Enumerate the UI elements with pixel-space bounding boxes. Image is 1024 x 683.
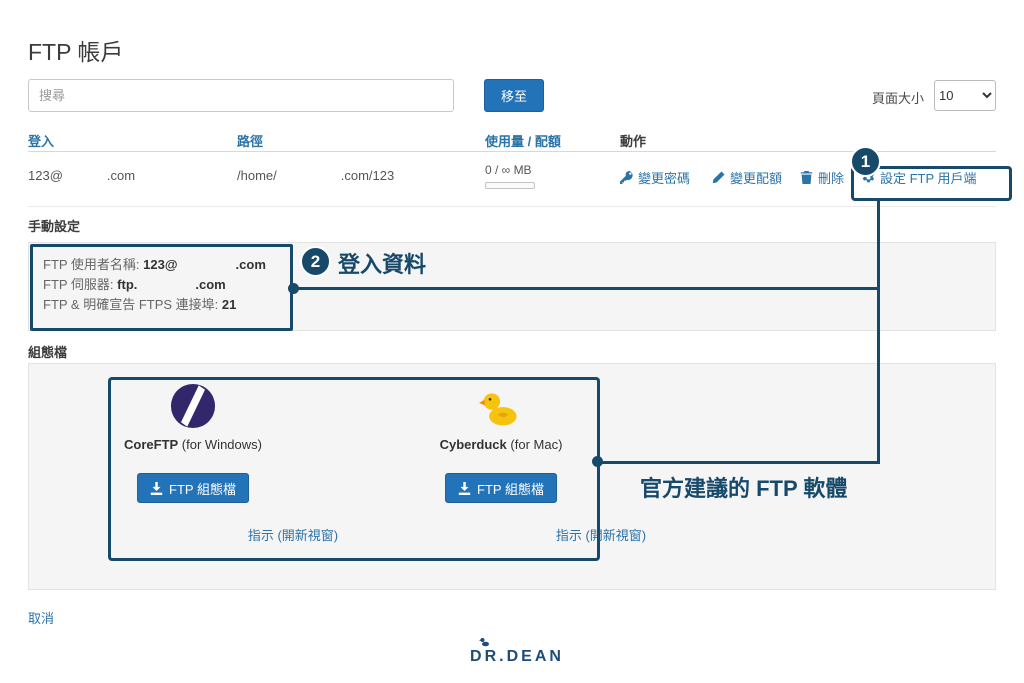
redacted-domain xyxy=(63,170,107,180)
ftp-username-suffix: .com xyxy=(235,257,266,272)
redacted-domain xyxy=(277,170,341,180)
usage-cell: 0 / ∞ MB xyxy=(485,163,532,177)
ftp-port-value: 21 xyxy=(221,297,237,312)
manual-settings-panel: FTP 使用者名稱: 123@ .com FTP 伺服器: ftp. .com FT… xyxy=(28,242,996,331)
page-size-label: 頁面大小 xyxy=(872,91,925,106)
page-title: FTP 帳戶 xyxy=(28,39,124,66)
delete-label: 刪除 xyxy=(818,171,845,186)
cancel-link[interactable]: 取消 xyxy=(28,611,55,626)
manual-settings-heading: 手動設定 xyxy=(28,219,81,234)
coreftp-name: CoreFTP (for Windows) xyxy=(93,437,293,452)
login-prefix: 123@ xyxy=(28,168,63,183)
login-cell: 123@ .com xyxy=(28,168,135,183)
annotation-connector-config xyxy=(597,461,880,464)
cyberduck-platform: (for Mac) xyxy=(506,437,563,452)
cyberduck-name: Cyberduck (for Mac) xyxy=(401,437,601,452)
coreftp-config-button[interactable]: FTP 組態檔 xyxy=(137,473,249,503)
annotation-recommended-label: 官方建議的 FTP 軟體 xyxy=(640,476,848,501)
key-icon xyxy=(620,171,633,184)
ftp-server-prefix: ftp. xyxy=(117,277,138,292)
pencil-icon xyxy=(712,171,725,184)
coreftp-instructions-link[interactable]: 指示 (開新視窗) xyxy=(247,528,339,543)
annotation-step-1-badge: 1 xyxy=(850,146,881,177)
page-size-select[interactable]: 10 xyxy=(934,80,996,111)
configure-ftp-client-label: 設定 FTP 用戶端 xyxy=(880,171,977,186)
quota-progress-bar xyxy=(485,182,535,189)
config-files-panel: CoreFTP (for Windows) FTP 組態檔 指示 (開新視窗) … xyxy=(28,363,996,590)
table-row: 123@ .com /home/ .com/123 0 / ∞ MB 變更密碼 變更… xyxy=(28,152,996,207)
trash-icon xyxy=(800,171,813,184)
coreftp-logo xyxy=(170,383,216,434)
coreftp-name-bold: CoreFTP xyxy=(124,437,179,452)
search-input[interactable] xyxy=(28,79,454,112)
cyberduck-name-bold: Cyberduck xyxy=(439,437,507,452)
annotation-box-config-files xyxy=(108,377,600,561)
delete-link[interactable]: 刪除 xyxy=(800,168,844,187)
change-quota-link[interactable]: 變更配額 xyxy=(712,168,782,187)
ftp-port-label: FTP & 明確宣告 FTPS 連接埠: xyxy=(43,297,219,312)
annotation-login-info-label: 登入資料 xyxy=(338,252,427,277)
ftp-server-label: FTP 伺服器: xyxy=(43,277,114,292)
ftp-username-prefix: 123@ xyxy=(143,257,178,272)
cyberduck-instructions-link[interactable]: 指示 (開新視窗) xyxy=(555,528,647,543)
annotation-connector-vertical xyxy=(877,201,880,464)
change-quota-label: 變更配額 xyxy=(730,171,783,186)
path-suffix: .com/123 xyxy=(340,168,395,183)
coreftp-config-button-label: FTP 組態檔 xyxy=(169,481,236,497)
watermark-logo: DR.DEAN xyxy=(452,638,582,666)
config-files-heading: 組態檔 xyxy=(28,345,68,360)
annotation-step-2-badge: 2 xyxy=(300,246,331,277)
column-header-login[interactable]: 登入 xyxy=(28,134,55,149)
ftp-server-suffix: .com xyxy=(195,277,226,292)
path-prefix: /home/ xyxy=(237,168,277,183)
ftp-username-line: FTP 使用者名稱: 123@ .com xyxy=(43,254,266,273)
duck-icon xyxy=(479,635,491,653)
ftp-username-label: FTP 使用者名稱: xyxy=(43,257,140,272)
table-header-row: 登入 路徑 使用量 / 配額 動作 xyxy=(28,128,996,152)
download-icon xyxy=(458,481,471,495)
annotation-box-client-action xyxy=(851,166,1012,201)
watermark-text: DR.DEAN xyxy=(470,648,564,665)
cyberduck-config-button[interactable]: FTP 組態檔 xyxy=(445,473,557,503)
path-cell: /home/ .com/123 xyxy=(237,168,394,183)
change-password-label: 變更密碼 xyxy=(638,171,691,186)
coreftp-platform: (for Windows) xyxy=(178,437,262,452)
ftp-server-line: FTP 伺服器: ftp. .com xyxy=(43,274,226,293)
column-header-path[interactable]: 路徑 xyxy=(237,134,264,149)
download-icon xyxy=(150,481,163,495)
cyberduck-logo xyxy=(479,386,523,435)
change-password-link[interactable]: 變更密碼 xyxy=(620,168,690,187)
go-button[interactable]: 移至 xyxy=(484,79,545,112)
annotation-dot-config xyxy=(592,456,603,467)
annotation-box-login-info xyxy=(30,244,293,331)
ftp-port-line: FTP & 明確宣告 FTPS 連接埠: 21 xyxy=(43,294,236,313)
login-suffix: .com xyxy=(106,168,136,183)
column-header-usage[interactable]: 使用量 / 配額 xyxy=(485,134,561,149)
column-header-actions: 動作 xyxy=(620,134,647,149)
annotation-dot-login-info xyxy=(288,283,299,294)
cyberduck-config-button-label: FTP 組態檔 xyxy=(477,481,544,497)
annotation-connector-login-info xyxy=(291,287,880,290)
